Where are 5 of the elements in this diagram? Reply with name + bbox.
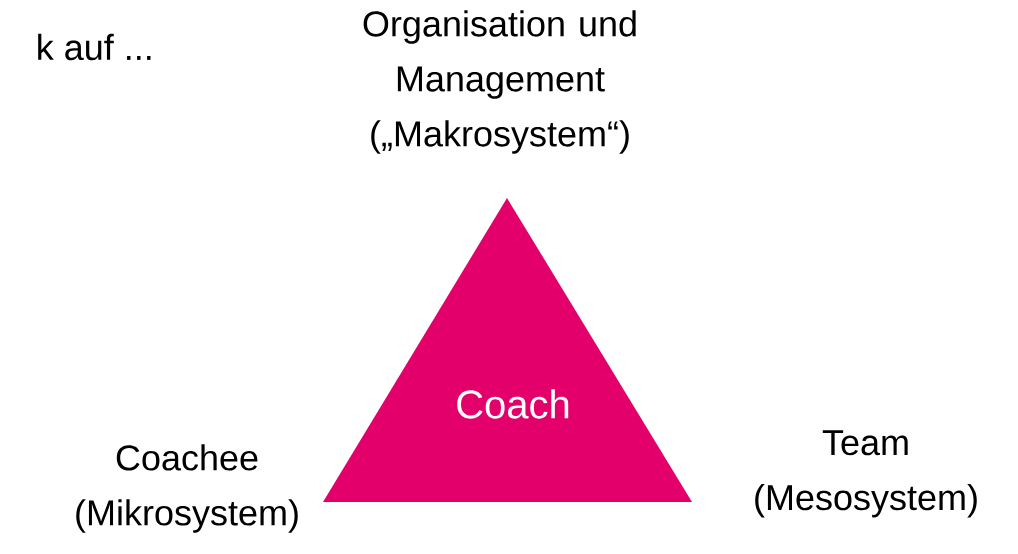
corner-label: Organisation und Management („Makrosystem“) [363, 10, 636, 154]
corner-label: Coachee (Mikrosystem) [76, 444, 298, 533]
corner-label: Team (Mesosystem) [755, 430, 977, 518]
corner-label: k auf ... [38, 33, 151, 61]
triangle: Coach [323, 198, 692, 502]
